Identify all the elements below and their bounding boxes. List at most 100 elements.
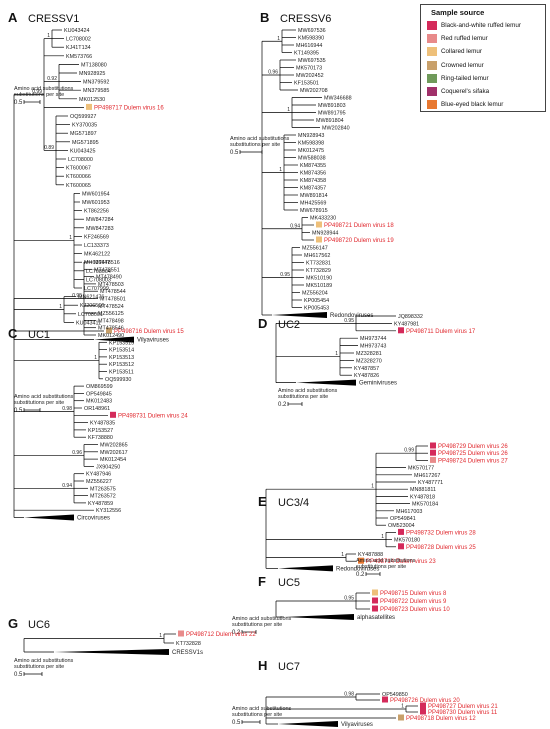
tip-label: KY487826: [354, 373, 379, 379]
collapsed-clade-wedge: [272, 312, 327, 318]
tip-label: KY487771: [418, 480, 443, 486]
sample-source-square: [420, 708, 426, 715]
legend-label: Collared lemur: [441, 48, 482, 56]
tip-label: MN621476: [78, 295, 104, 301]
support-value: 1: [335, 351, 338, 357]
tip-label: OP549841: [390, 516, 416, 522]
tip-label: KY487859: [88, 501, 113, 507]
tip-label: Redondoviruses: [330, 313, 373, 319]
tip-label: MK012475: [298, 148, 324, 154]
tip-label: KM874358: [300, 178, 326, 184]
tip-label: KU043411: [76, 320, 101, 326]
tip-label: MT478551: [94, 267, 120, 273]
support-value: 0.92: [47, 76, 57, 82]
scale-label: Amino acid substitutions: [14, 658, 74, 664]
tip-label: OM869599: [86, 384, 113, 390]
tip-label: KT732828: [176, 641, 201, 647]
tip-label: LC708004: [86, 269, 111, 275]
panel-title: CRESSV1: [28, 13, 79, 25]
tip-label: KP153514: [109, 348, 134, 354]
highlighted-tip-label: PP498721 Dulem virus 18: [324, 223, 394, 229]
tip-label: MW601953: [82, 200, 110, 206]
support-value: 1: [47, 33, 50, 39]
tip-label: MT478503: [98, 282, 124, 288]
tip-label: KP153512: [109, 362, 134, 368]
tip-label: MK433230: [310, 216, 336, 222]
scale-label: Amino acid substitutions: [14, 86, 74, 92]
panel-letter: E: [258, 494, 267, 509]
tip-label: KU043425: [70, 148, 95, 154]
sample-source-square: [316, 221, 322, 228]
tip-label: Geminiviruses: [359, 381, 397, 387]
tip-label: MW891814: [300, 193, 328, 199]
sample-source-square: [430, 456, 436, 463]
scale-value: 0.5: [230, 150, 239, 156]
support-value: 0.89: [44, 145, 54, 151]
highlighted-tip-label: PP498729 Dulem virus 26: [438, 444, 508, 450]
highlighted-tip-label: PP498715 Dulem virus 8: [380, 591, 447, 597]
support-value: 0.95: [72, 293, 82, 299]
support-value: 1: [277, 36, 280, 42]
highlighted-tip-label: PP498717 Dulem virus 16: [94, 105, 164, 111]
tip-label: KY487818: [410, 494, 435, 500]
tip-label: MK462122: [84, 252, 110, 258]
highlighted-tip-label: PP498732 Dulem virus 28: [406, 530, 476, 536]
tip-label: MW202617: [100, 450, 128, 456]
scale-value: 0.5: [14, 672, 23, 678]
tip-label: KT862256: [84, 209, 109, 215]
tip-label: MT263572: [90, 494, 116, 500]
tip-label: KY370035: [72, 123, 97, 129]
sample-source-square: [372, 605, 378, 612]
tip-label: MT478501: [100, 297, 126, 303]
tip-label: KP153515: [109, 340, 134, 346]
tip-label: KP005454: [304, 298, 329, 304]
collapsed-clade-wedge: [284, 614, 354, 620]
sample-source-square: [398, 543, 404, 550]
sample-source-square: [398, 714, 404, 721]
support-value: 1: [279, 167, 282, 173]
highlighted-tip-label: PP498718 Dulem virus 12: [406, 716, 476, 722]
panel-letter: F: [258, 574, 266, 589]
tip-label: OP549845: [86, 391, 112, 397]
scale-label: substitutions per site: [232, 712, 282, 718]
tip-label: OP549850: [382, 692, 408, 698]
support-value: 0.98: [62, 406, 72, 412]
tip-label: OM523004: [388, 523, 415, 529]
tip-label: MK012483: [86, 399, 112, 405]
support-value: 1: [59, 304, 62, 310]
highlighted-tip-label: PP498730 Dulem virus 11: [428, 710, 498, 716]
tip-label: MZ556204: [302, 291, 328, 297]
tip-label: KT600065: [66, 183, 91, 189]
collapsed-clade-wedge: [278, 721, 338, 727]
legend-item: Ring-tailed lemur: [421, 72, 545, 85]
scale-value: 0.5: [14, 100, 23, 106]
tip-label: Circoviruses: [77, 516, 110, 522]
tip-label: MT478498: [98, 318, 124, 324]
collapsed-clade-wedge: [278, 565, 333, 572]
tip-label: MK570184: [412, 502, 438, 508]
highlighted-tip-label: PP498727 Dulem virus 21: [428, 704, 498, 710]
legend-item: Crowned lemur: [421, 59, 545, 72]
tip-label: KT149395: [294, 51, 319, 57]
support-value: 0.96: [72, 450, 82, 456]
scale-label: substitutions per site: [232, 622, 282, 628]
legend-item: Red ruffed lemur: [421, 32, 545, 45]
highlighted-tip-label: PP498722 Dulem virus 9: [380, 599, 447, 605]
tip-label: MK012530: [79, 97, 105, 103]
collapsed-clade-wedge: [54, 649, 169, 655]
panel-title: UC2: [278, 319, 300, 331]
tip-label: LC708003: [86, 277, 111, 283]
tip-label: MH616944: [296, 43, 322, 49]
legend-swatch: [427, 60, 437, 70]
tip-label: MW588038: [298, 156, 326, 162]
sample-source-square: [178, 630, 184, 637]
tip-label: MK570173: [296, 66, 322, 72]
tip-label: CRESSV1s: [172, 650, 203, 656]
legend-item: Black-and-white ruffed lemur: [421, 19, 545, 32]
legend-swatch: [427, 47, 437, 57]
tip-label: MZ556147: [302, 246, 328, 252]
legend-item: Collared lemur: [421, 45, 545, 58]
tip-label: MW891804: [316, 118, 344, 124]
tip-label: MW891803: [318, 103, 346, 109]
sample-source-square: [106, 327, 112, 334]
